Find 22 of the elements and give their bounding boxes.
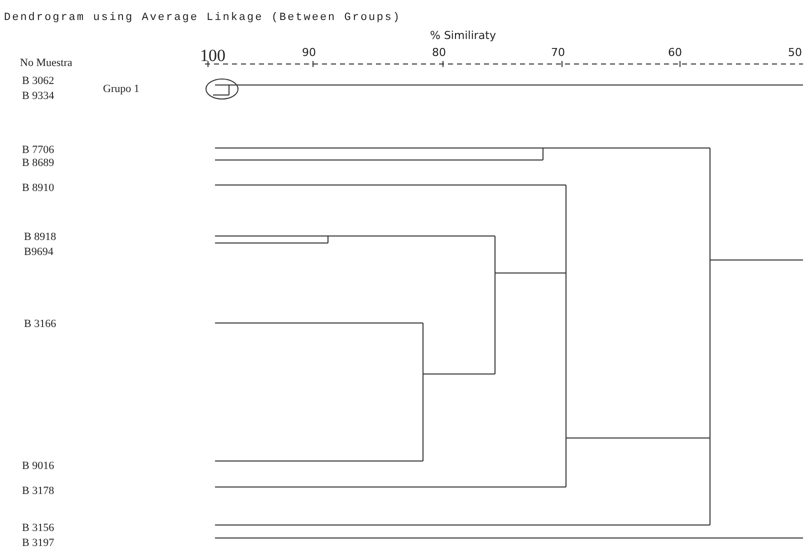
tick-label: 80 [432,47,446,58]
sample-label: B 8918 [24,232,56,243]
group-label: Grupo 1 [103,84,140,95]
sample-label: B 3197 [22,538,54,549]
tick-label: 60 [668,47,682,58]
axis-title: % Similiraty [430,30,496,41]
tick-label: 50 [788,47,802,58]
sample-label: B 3166 [24,319,56,330]
sample-label: B 8910 [22,183,54,194]
column-header: No Muestra [20,58,72,69]
sample-label: B 7706 [22,145,54,156]
sample-label: B 9016 [22,461,54,472]
sample-label: B 3062 [22,76,54,87]
tick-label: 90 [302,47,316,58]
tick-label: 70 [551,47,565,58]
chart-title: Dendrogram using Average Linkage (Between Groups) [4,12,401,24]
sample-label: B 3178 [22,486,54,497]
sample-label: B 8689 [22,158,54,169]
sample-label: B9694 [24,247,54,258]
sample-label: B 3156 [22,523,54,534]
sample-label: B 9334 [22,91,54,102]
tick-label: 100 [200,47,226,64]
